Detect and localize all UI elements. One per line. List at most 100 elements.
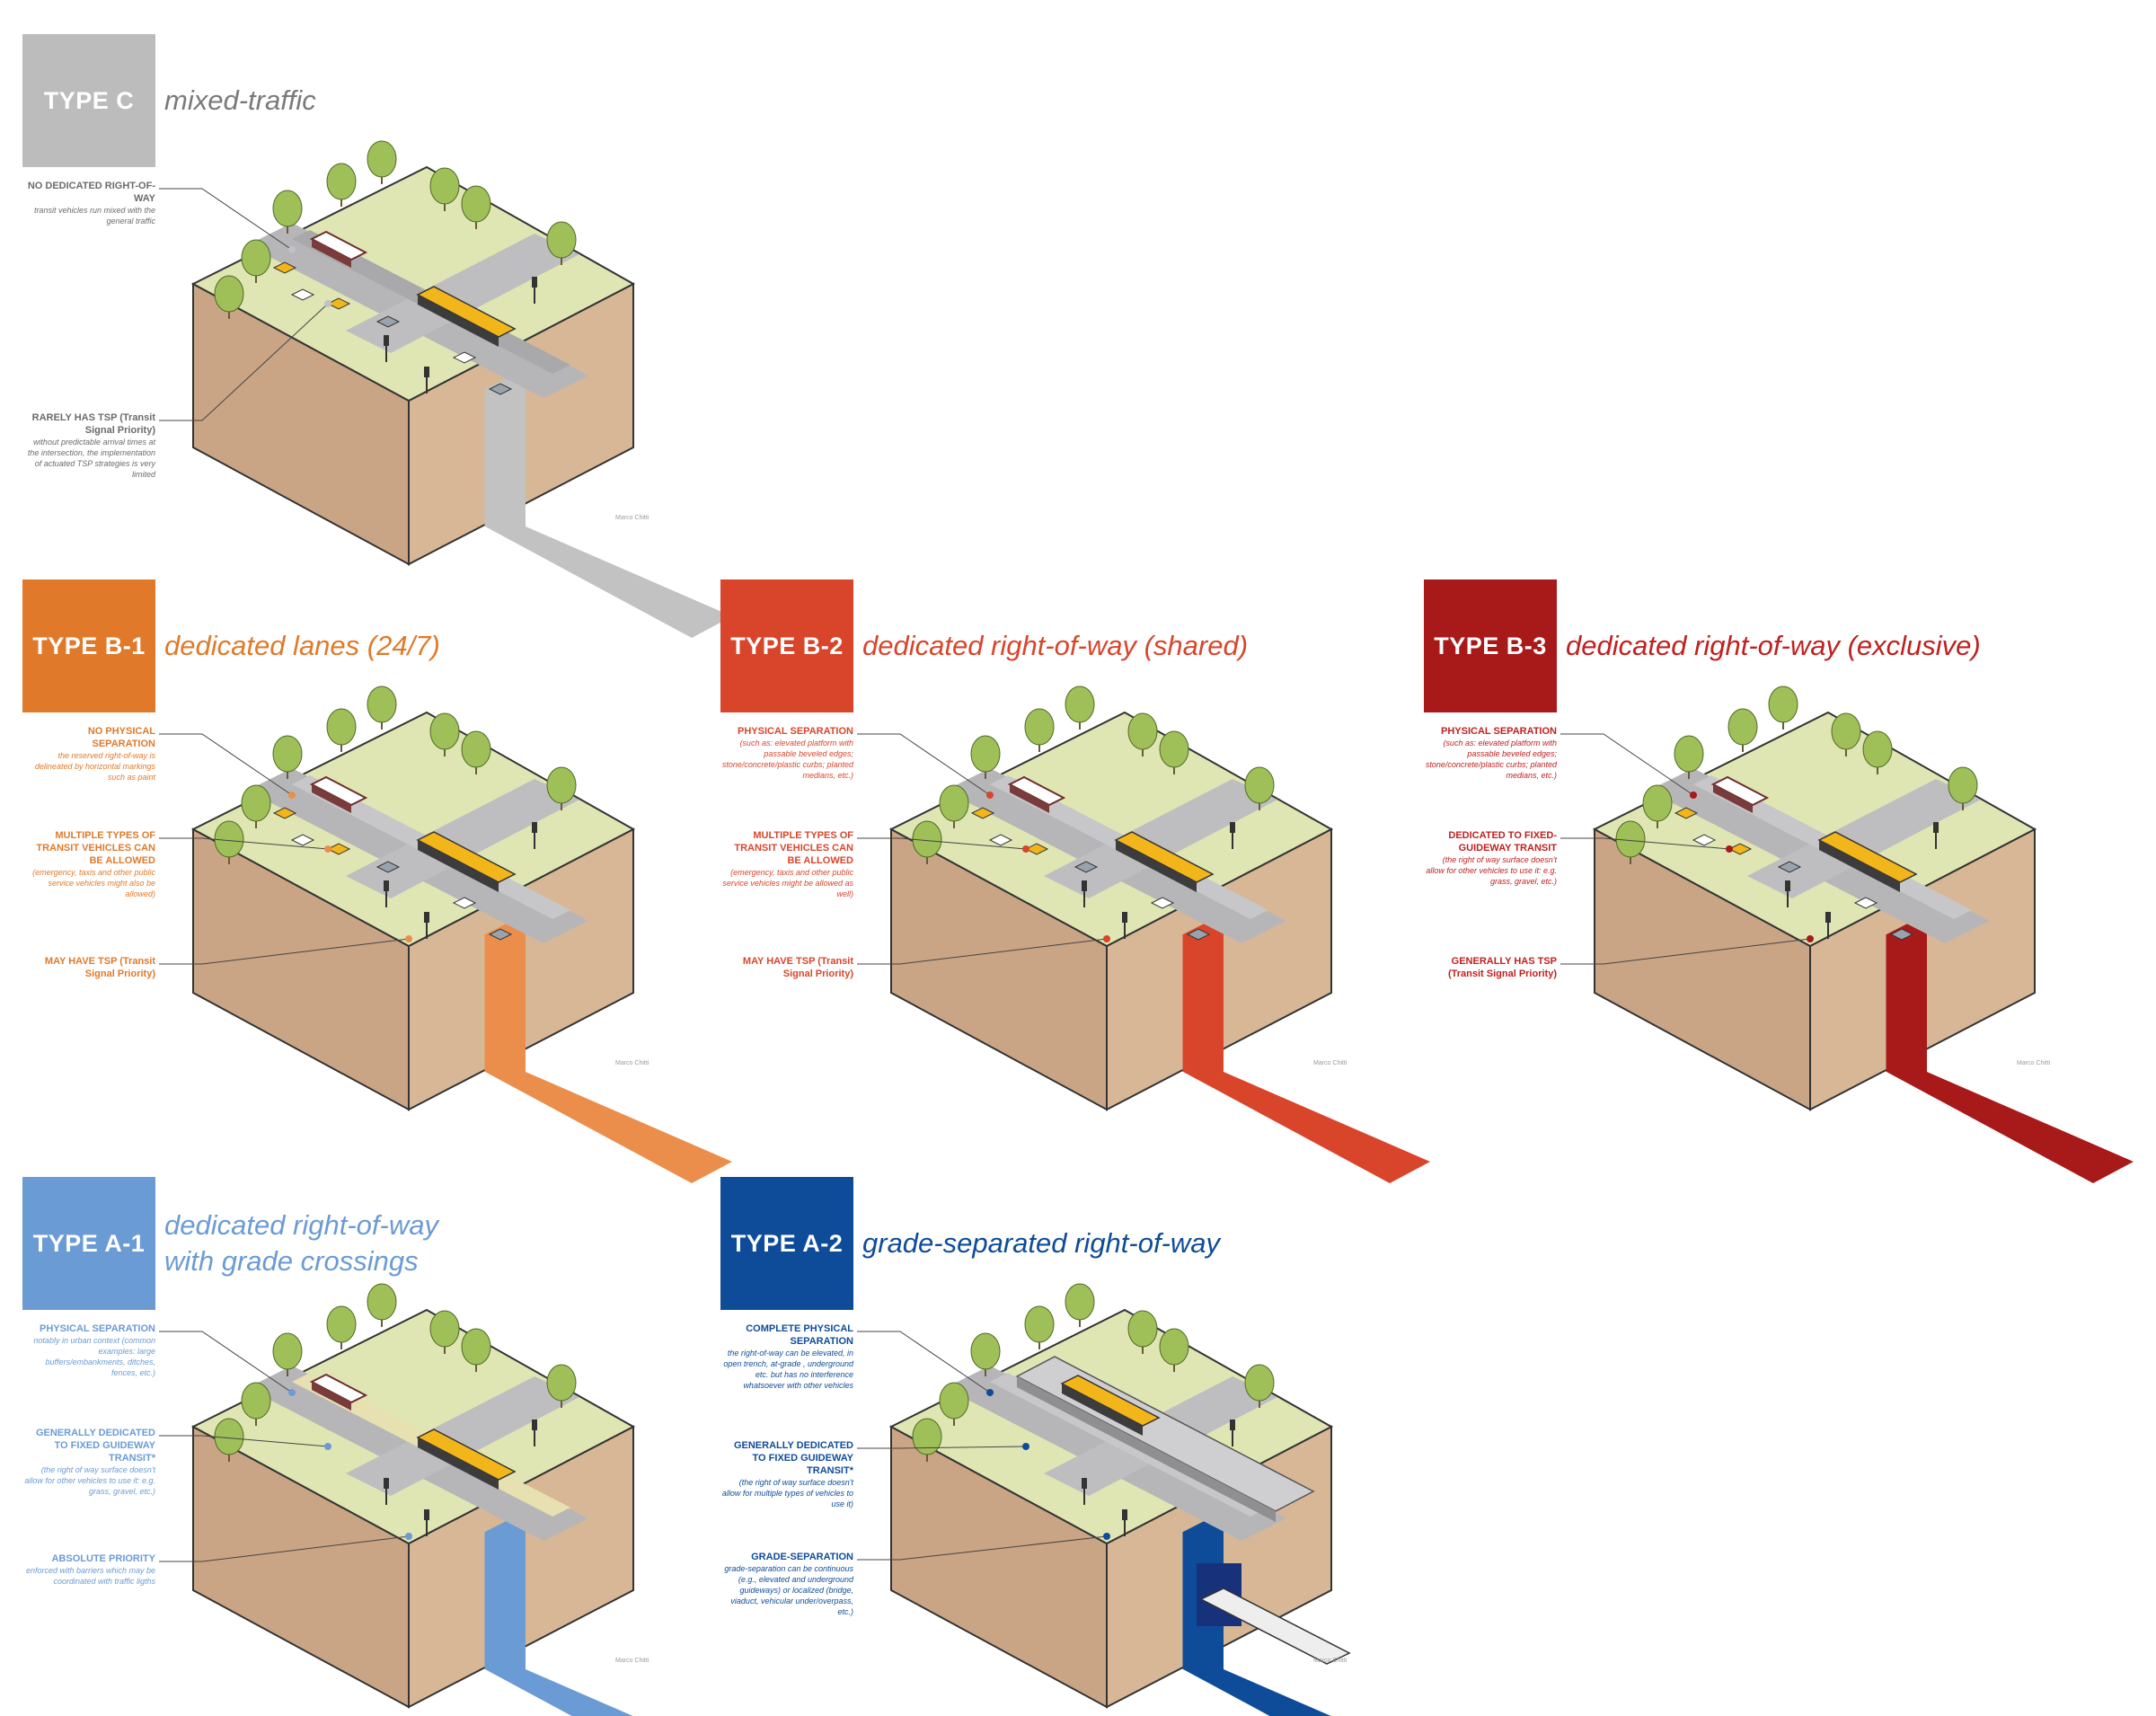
traffic-light	[384, 880, 389, 891]
type-badge: TYPE B-1	[22, 579, 155, 712]
subtitle-line: grade-separated right-of-way	[862, 1227, 1221, 1259]
tree-canopy	[939, 784, 969, 822]
subtitle-line: dedicated right-of-way (exclusive)	[1566, 630, 1981, 661]
tree-canopy	[326, 1305, 357, 1343]
callout-desc: transit vehicles run mixed with the gene…	[33, 206, 155, 226]
type-badge: TYPE C	[22, 34, 155, 167]
car-vehicle	[272, 807, 297, 819]
callout-title: GENERALLY HAS TSP (Transit Signal Priori…	[1447, 956, 1557, 979]
tree-canopy	[1948, 766, 1978, 804]
tram-side	[1116, 840, 1197, 892]
right-of-way-strip	[1183, 914, 1430, 1183]
tree-canopy	[1244, 1364, 1275, 1402]
right-of-way-strip	[485, 368, 732, 638]
bus-side	[1713, 784, 1753, 813]
callout-desc: (the right of way surface doesn't allow …	[24, 1465, 155, 1496]
car-vehicle	[1853, 897, 1878, 909]
traffic-light	[424, 367, 429, 377]
tree-canopy	[241, 239, 271, 277]
panel-subtitle: mixed-traffic	[164, 34, 316, 167]
tree-canopy	[429, 1310, 460, 1348]
car-vehicle	[326, 297, 351, 310]
callout-label: COMPLETE PHYSICAL SEPARATION the right-o…	[720, 1322, 853, 1391]
traffic-light	[1825, 912, 1831, 923]
tree-canopy	[1127, 1310, 1158, 1348]
traffic-light	[1082, 880, 1087, 891]
tree-canopy	[1024, 708, 1055, 746]
tree-canopy	[272, 190, 303, 227]
tram-side	[418, 840, 499, 892]
callout-label: PHYSICAL SEPARATION (such as: elevated p…	[1424, 725, 1557, 781]
tree-canopy	[272, 735, 303, 773]
cross-street	[346, 779, 579, 898]
callout-leader-line	[857, 938, 1108, 965]
car-vehicle	[290, 288, 315, 301]
tree-canopy	[1159, 730, 1189, 768]
callout-title: PHYSICAL SEPARATION	[1441, 726, 1557, 737]
tree-canopy	[546, 766, 577, 804]
callout-dot	[986, 792, 994, 799]
callout-title: RARELY HAS TSP (Transit Signal Priority)	[31, 412, 155, 436]
panel-type-c: TYPE C mixed-traffic Marco Chitti NO DED…	[22, 34, 732, 638]
traffic-light	[384, 1478, 389, 1489]
callout-title: PHYSICAL SEPARATION	[40, 1323, 155, 1334]
traffic-light	[1785, 880, 1790, 891]
callout-leader-line	[1560, 938, 1811, 965]
tree-canopy	[1727, 708, 1758, 746]
callout-desc: (emergency, taxis and other public servi…	[32, 868, 155, 898]
tree-canopy	[1024, 1305, 1055, 1343]
tree-canopy	[326, 708, 357, 746]
subtitle-line: with grade crossings	[164, 1245, 419, 1277]
isometric-street-block: Marco Chitti	[159, 1283, 649, 1716]
bus-vehicle	[309, 775, 368, 807]
callout-desc: grade-separation can be continuous (e.g.…	[724, 1564, 853, 1616]
tree-canopy	[546, 221, 577, 259]
car-vehicle	[272, 261, 297, 274]
cross-street	[1747, 779, 1981, 898]
car-vehicle	[1674, 807, 1699, 819]
callout-dot	[1022, 845, 1029, 853]
traffic-light	[1230, 1420, 1235, 1430]
car-vehicle	[1150, 897, 1175, 909]
panel-type-a2: TYPE A-2 grade-separated right-of-way Ma…	[720, 1177, 1421, 1716]
callout-desc: (the right of way surface doesn't allow …	[1426, 855, 1557, 886]
callout-label: NO DEDICATED RIGHT-OF-WAY transit vehicl…	[22, 180, 155, 226]
car-vehicle	[488, 383, 513, 395]
callout-label: NO PHYSICAL SEPARATION the reserved righ…	[22, 725, 155, 783]
callout-label: GRADE-SEPARATION grade-separation can be…	[720, 1551, 853, 1617]
subtitle-line: mixed-traffic	[164, 84, 316, 116]
callout-leader-line	[159, 303, 329, 421]
callout-leader-line	[159, 1535, 410, 1562]
callout-desc: without predictable arrival times at the…	[27, 438, 155, 479]
tree-canopy	[461, 1328, 491, 1366]
callout-title: ABSOLUTE PRIORITY	[51, 1553, 155, 1564]
callout-dot	[405, 935, 412, 942]
cross-street	[1044, 779, 1277, 898]
isometric-street-block: Marco Chitti	[1560, 686, 2134, 1183]
tram-side	[418, 1437, 499, 1490]
callout-dot	[1726, 845, 1733, 853]
subway-train	[1199, 1588, 1351, 1665]
callout-desc: notably in urban context (common example…	[33, 1336, 155, 1377]
car-vehicle	[290, 834, 315, 846]
car-vehicle	[452, 351, 477, 364]
tree-canopy	[1159, 1328, 1189, 1366]
cross-street	[346, 1376, 579, 1496]
tree-canopy	[367, 140, 397, 178]
panel-subtitle: dedicated right-of-way with grade crossi…	[164, 1177, 438, 1310]
callout-label: ABSOLUTE PRIORITY enforced with barriers…	[22, 1552, 155, 1587]
callout-title: GENERALLY DEDICATED TO FIXED GUIDEWAY TR…	[733, 1440, 853, 1476]
bus-side	[312, 1382, 351, 1411]
callout-desc: enforced with barriers which may be coor…	[25, 1566, 155, 1586]
tram-vehicle	[1817, 831, 1918, 883]
bus-side	[312, 784, 351, 813]
tram-vehicle	[416, 831, 517, 883]
callout-title: GENERALLY DEDICATED TO FIXED GUIDEWAY TR…	[35, 1428, 155, 1464]
tree-canopy	[1127, 712, 1158, 750]
callout-desc: the reserved right-of-way is delineated …	[34, 751, 155, 782]
subtitle-line: dedicated lanes (24/7)	[164, 630, 440, 661]
credit-text: Marco Chitti	[615, 1060, 649, 1066]
tree-canopy	[1065, 686, 1095, 723]
callout-dot	[1103, 1533, 1110, 1540]
callout-label: MULTIPLE TYPES OF TRANSIT VEHICLES CAN B…	[720, 829, 853, 899]
